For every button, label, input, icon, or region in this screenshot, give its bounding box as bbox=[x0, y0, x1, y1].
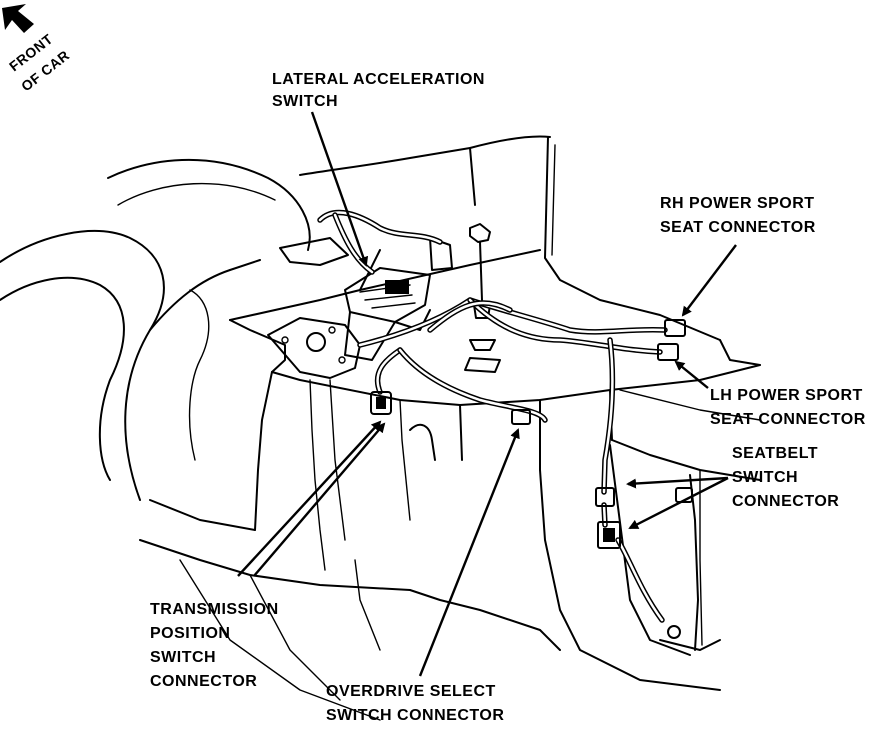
front-of-car-marker: FRONT OF CAR bbox=[2, 4, 73, 94]
vehicle-body-drawing bbox=[0, 135, 761, 721]
wiring-harness bbox=[317, 209, 668, 623]
overdrive-label-line1: OVERDRIVE SELECT bbox=[326, 683, 496, 700]
lh-seat-connector bbox=[657, 343, 679, 361]
front-arrow-icon bbox=[2, 4, 34, 33]
lateral-acceleration-switch bbox=[344, 237, 453, 361]
lh-seat-label-line2: SEAT CONNECTOR bbox=[710, 411, 866, 428]
seatbelt-label-line1: SEATBELT bbox=[732, 445, 818, 462]
rh-seat-connector bbox=[664, 319, 686, 337]
lh-seat-label-line1: LH POWER SPORT bbox=[710, 387, 863, 404]
seatbelt-connector-upper bbox=[595, 487, 615, 507]
lateral-switch-label-line1: LATERAL ACCELERATION bbox=[272, 71, 485, 88]
transmission-connector bbox=[370, 391, 392, 415]
callout-labels: LATERAL ACCELERATION SWITCH RH POWER SPO… bbox=[150, 71, 866, 724]
rh-seat-label-line1: RH POWER SPORT bbox=[660, 195, 815, 212]
seatbelt-label-line2: SWITCH bbox=[732, 469, 798, 486]
seatbelt-label-line3: CONNECTOR bbox=[732, 493, 839, 510]
leader-lines bbox=[237, 111, 737, 677]
overdrive-connector bbox=[511, 409, 531, 425]
connectors bbox=[370, 319, 693, 549]
transmission-label-line4: CONNECTOR bbox=[150, 673, 257, 690]
overdrive-label-line2: SWITCH CONNECTOR bbox=[326, 707, 504, 724]
seatbelt-connector-lower bbox=[597, 521, 621, 549]
transmission-label-line2: POSITION bbox=[150, 625, 230, 642]
transmission-label-line3: SWITCH bbox=[150, 649, 216, 666]
rh-seat-label-line2: SEAT CONNECTOR bbox=[660, 219, 816, 236]
lateral-switch-label-line2: SWITCH bbox=[272, 93, 338, 110]
transmission-label-line1: TRANSMISSION bbox=[150, 601, 279, 618]
